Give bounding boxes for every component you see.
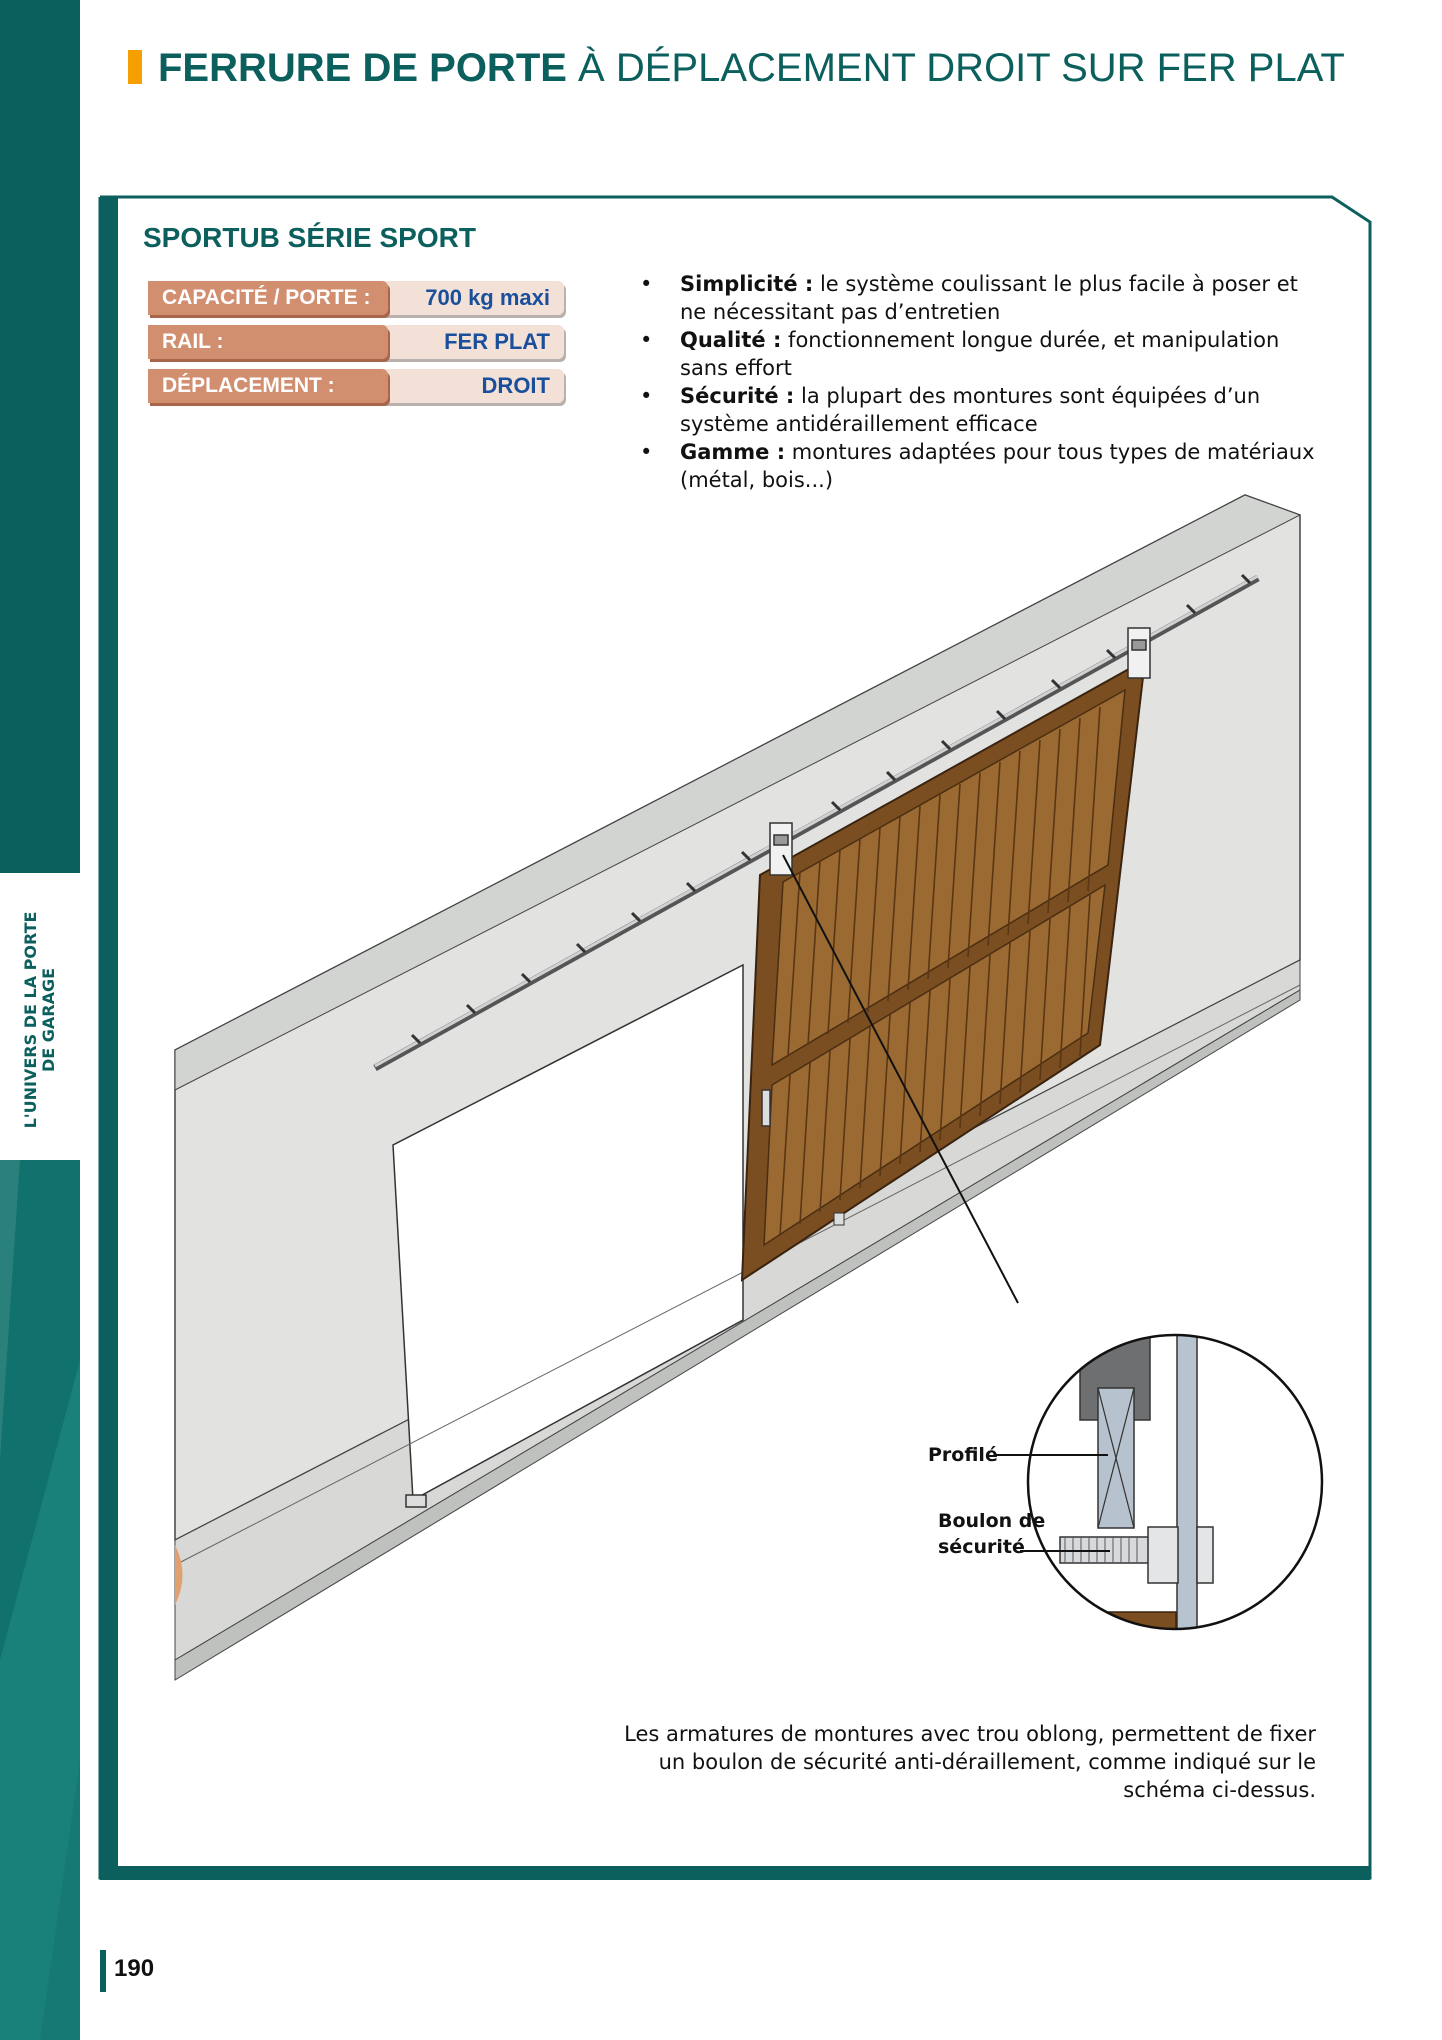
page-number: 190 — [114, 1955, 155, 1982]
feature-list: Simplicité : le système coulissant le pl… — [640, 270, 1320, 494]
feature-title: Simplicité : — [680, 272, 814, 296]
door-slats — [779, 706, 1101, 1237]
detail-leader-line — [782, 854, 1019, 1304]
orange-marker — [175, 1545, 183, 1605]
wall-opening — [392, 963, 744, 1502]
floor-guide — [405, 1494, 427, 1508]
page-title-bold: FERRURE DE PORTE — [158, 46, 567, 90]
floor-line — [174, 984, 1301, 1566]
feature-item: Qualité : fonctionnement longue durée, e… — [640, 326, 1320, 382]
feature-title: Qualité : — [680, 328, 782, 352]
feature-item: Sécurité : la plupart des montures sont … — [640, 382, 1320, 438]
spec-label: CAPACITÉ / PORTE : — [148, 281, 388, 315]
label-profile: Profilé — [928, 1444, 998, 1466]
spec-label: RAIL : — [148, 325, 388, 359]
wall-top — [174, 494, 1302, 1091]
spec-value: 700 kg maxi — [425, 285, 550, 310]
figure-caption: Les armatures de montures avec trou oblo… — [624, 1722, 1316, 1802]
feature-text: la plupart des montures sont équipées d’… — [680, 384, 1261, 436]
spec-row-capacity: CAPACITÉ / PORTE : 700 kg maxi — [148, 281, 564, 315]
door-hanger-right — [1127, 627, 1151, 679]
wall-floor-edge — [174, 989, 1301, 1681]
page-number-bar — [100, 1950, 106, 1992]
detail-circle — [1028, 1335, 1322, 1629]
feature-title: Gamme : — [680, 440, 786, 464]
sidebar-decoration — [0, 1160, 80, 2040]
rail-brackets — [410, 573, 1252, 1045]
product-name: SPORTUB SÉRIE SPORT — [143, 222, 476, 253]
title-accent-bar — [128, 50, 142, 84]
page-title-rest: À DÉPLACEMENT DROIT SUR FER PLAT — [566, 46, 1345, 90]
label-bolt-line2: sécurité — [938, 1536, 1025, 1558]
spec-value: DROIT — [481, 373, 550, 398]
feature-text: montures adaptées pour tous types de mat… — [680, 440, 1315, 492]
spec-value: FER PLAT — [444, 329, 550, 354]
feature-title: Sécurité : — [680, 384, 795, 408]
spec-row-rail: RAIL : FER PLAT — [148, 325, 564, 359]
feature-text: fonctionnement longue durée, et manipula… — [680, 328, 1280, 380]
feature-text: le système coulissant le plus facile à p… — [680, 272, 1298, 324]
door-handle — [761, 1089, 771, 1127]
feature-item: Simplicité : le système coulissant le pl… — [640, 270, 1320, 326]
feature-item: Gamme : montures adaptées pour tous type… — [640, 438, 1320, 494]
door-panel-bottom — [763, 883, 1106, 1247]
spec-row-movement: DÉPLACEMENT : DROIT — [148, 369, 564, 403]
spec-label: DÉPLACEMENT : — [148, 369, 388, 403]
label-bolt-line1: Boulon de — [938, 1510, 1046, 1532]
sidebar-tab — [0, 873, 80, 1168]
page-title: FERRURE DE PORTE À DÉPLACEMENT DROIT SUR… — [158, 44, 1345, 92]
flat-rail — [373, 574, 1260, 1072]
